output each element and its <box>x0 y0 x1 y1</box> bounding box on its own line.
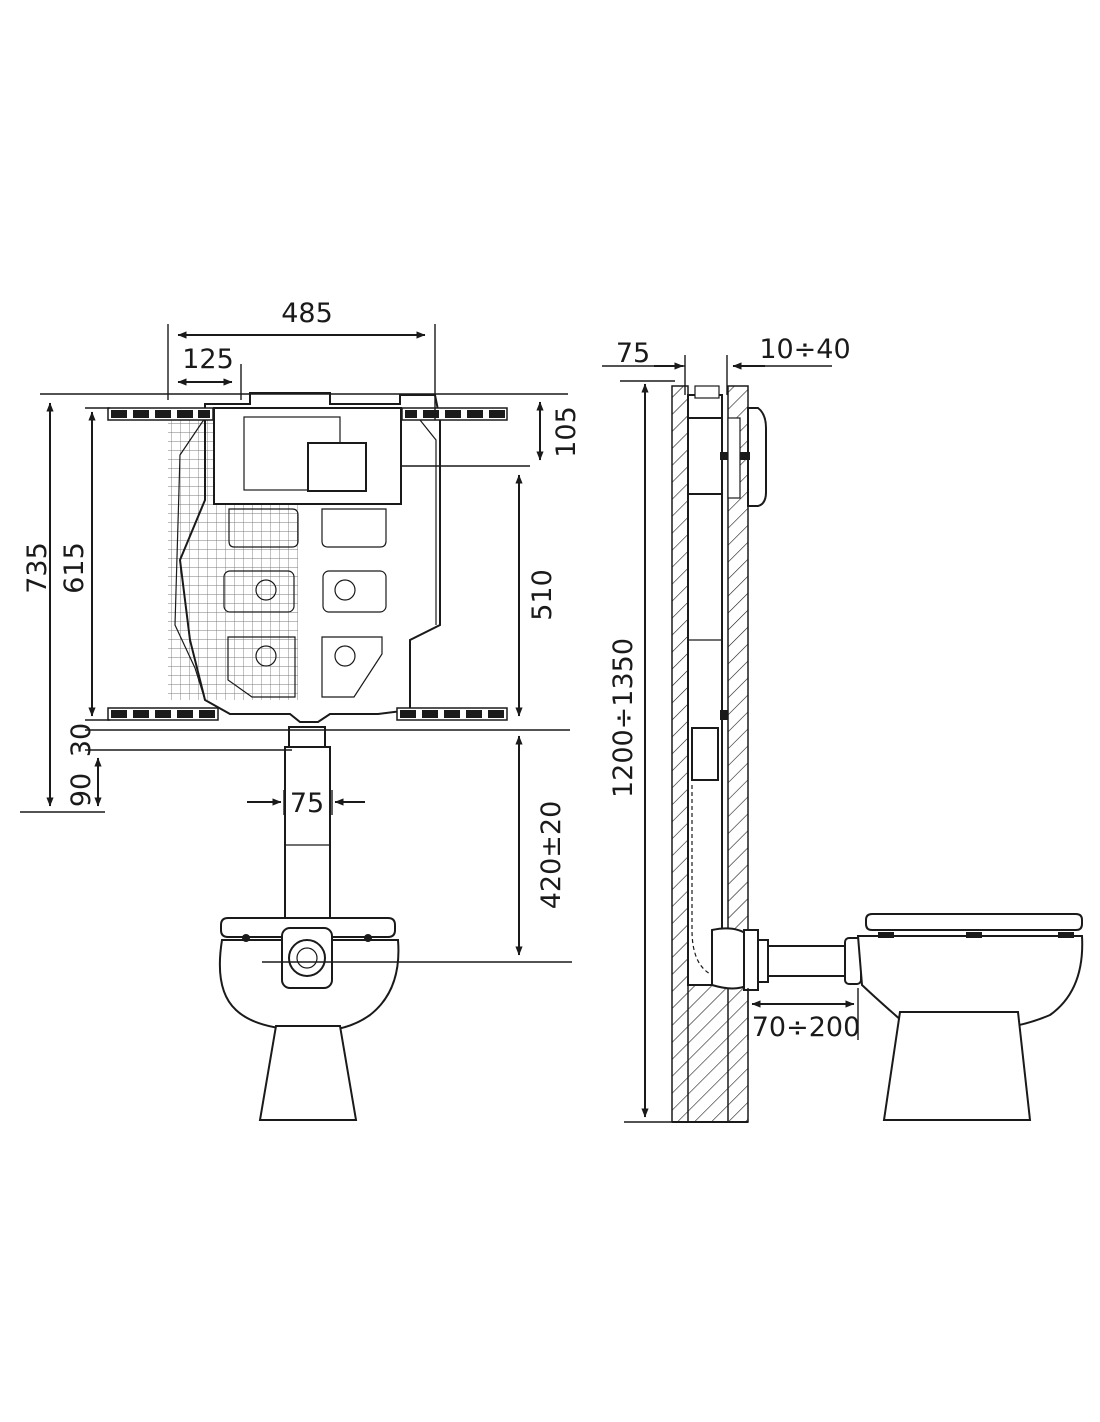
side-dimension-lines <box>641 362 855 1118</box>
dim-735-label: 735 <box>22 542 53 594</box>
toilet-front <box>218 917 400 1121</box>
dim-30-label: 30 <box>66 723 97 757</box>
front-view: 485 125 735 615 105 510 30 90 75 420±20 <box>20 298 582 1121</box>
side-extension-lines <box>602 355 859 1123</box>
dim-510-label: 510 <box>527 569 558 621</box>
dim-side-75-label: 75 <box>616 338 650 369</box>
flush-plate <box>720 407 767 507</box>
dim-1200-1350-label: 1200÷1350 <box>608 638 639 798</box>
dim-75-label: 75 <box>290 788 324 819</box>
top-right-bracket <box>401 407 508 421</box>
bottom-right-bracket <box>396 707 508 721</box>
dim-125-label: 125 <box>182 344 234 375</box>
dim-70-200-label: 70÷200 <box>752 1012 861 1043</box>
top-left-bracket <box>107 407 214 421</box>
flush-pipe <box>284 726 331 948</box>
front-extension-lines <box>20 324 572 963</box>
dim-485-label: 485 <box>281 298 333 329</box>
side-frame <box>687 385 728 986</box>
dim-105-label: 105 <box>551 406 582 458</box>
frame-outline <box>174 392 441 723</box>
dim-420-label: 420±20 <box>536 801 567 910</box>
dim-10-40-label: 10÷40 <box>759 334 850 365</box>
front-dimension-lines <box>46 331 544 956</box>
dim-90-label: 90 <box>66 773 97 807</box>
outlet-pipe <box>711 927 862 991</box>
toilet-side <box>856 913 1084 1121</box>
dim-615-label: 615 <box>59 542 90 594</box>
side-view: 75 10÷40 1200÷1350 70÷200 <box>602 334 1084 1123</box>
bottom-left-bracket <box>107 707 219 721</box>
